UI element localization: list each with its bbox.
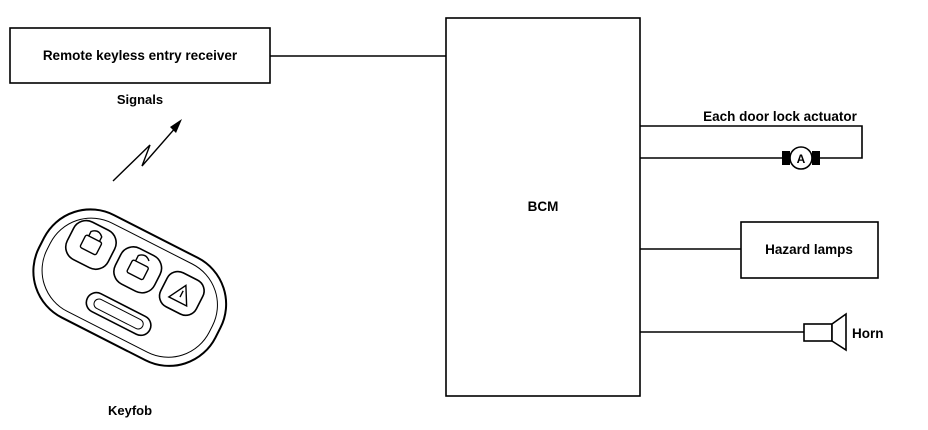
horn-block: Horn bbox=[640, 312, 884, 352]
keyfob-icon bbox=[32, 208, 228, 367]
bcm-block: BCM bbox=[445, 17, 641, 397]
panic-button-icon bbox=[158, 270, 205, 317]
receiver-label: Remote keyless entry receiver bbox=[43, 48, 238, 63]
bcm-label: BCM bbox=[528, 199, 559, 214]
bcm-box bbox=[445, 17, 641, 397]
hazard-box bbox=[740, 221, 879, 279]
lock-button-icon bbox=[64, 219, 117, 271]
unlock-button-icon bbox=[113, 246, 163, 294]
door-lock-wire bbox=[640, 125, 863, 159]
horn-label: Horn bbox=[852, 326, 884, 341]
receiver-block: Remote keyless entry receiver bbox=[9, 27, 271, 84]
horn-icon bbox=[803, 312, 847, 352]
actuator-motor-icon: A bbox=[782, 146, 820, 170]
hazard-label: Hazard lamps bbox=[765, 242, 853, 257]
keyfob-label: Keyfob bbox=[108, 403, 152, 418]
signals-label: Signals bbox=[117, 92, 163, 107]
hazard-lamps-block: Hazard lamps bbox=[640, 221, 879, 279]
receiver-box bbox=[9, 27, 271, 84]
actuator-symbol-label: A bbox=[797, 152, 806, 166]
door-lock-label: Each door lock actuator bbox=[703, 109, 858, 124]
key-ring-slot-icon bbox=[85, 291, 152, 337]
radio-signal-icon bbox=[112, 119, 182, 182]
door-lock-actuator-circuit: Each door lock actuator A bbox=[640, 109, 863, 170]
